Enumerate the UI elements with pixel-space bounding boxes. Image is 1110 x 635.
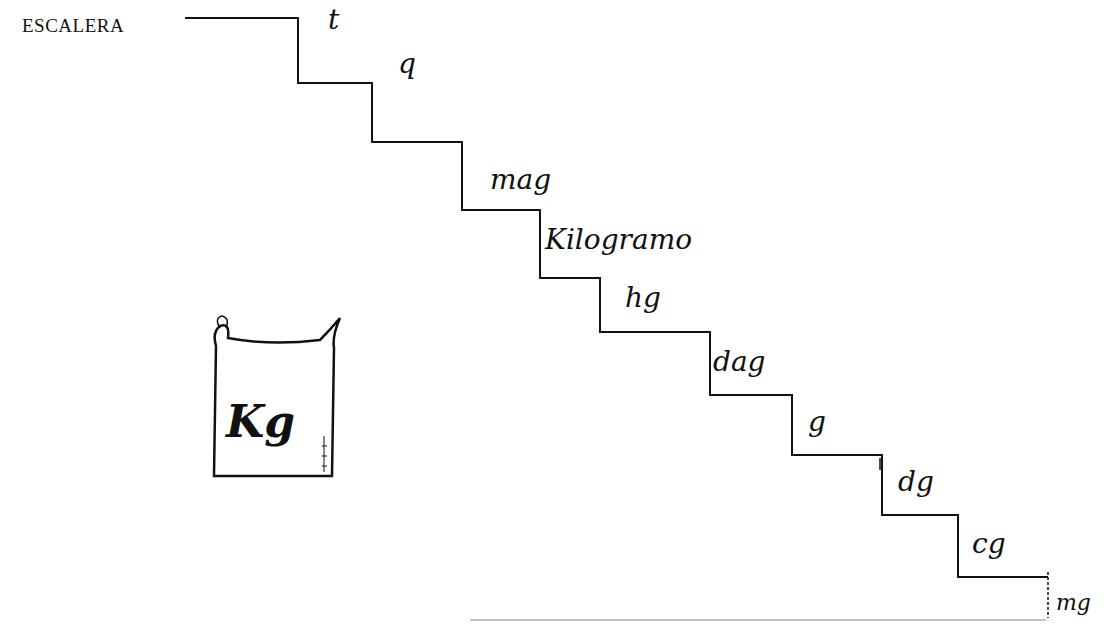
- sack-seam: [322, 436, 327, 472]
- stair-tick: [879, 458, 881, 470]
- unit-label: dag: [713, 348, 766, 376]
- sack-label: Kg: [226, 400, 295, 444]
- unit-label: cg: [972, 530, 1006, 558]
- title-label: ESCALERA: [22, 16, 124, 35]
- sack-body: [214, 318, 340, 476]
- sack-ear: [217, 316, 227, 328]
- stair-tick: [1047, 572, 1049, 618]
- unit-label: t: [328, 6, 339, 34]
- unit-label: g: [808, 408, 826, 436]
- floor-line: [470, 620, 1046, 621]
- sack-box: Kg: [200, 316, 345, 484]
- unit-label: q: [398, 50, 416, 78]
- unit-label: mg: [1056, 592, 1091, 614]
- unit-label: hg: [625, 284, 661, 312]
- unit-label: dg: [898, 468, 934, 496]
- unit-label: mag: [490, 166, 551, 194]
- stair-line: [185, 18, 1048, 577]
- unit-label: Kilogramo: [545, 226, 692, 254]
